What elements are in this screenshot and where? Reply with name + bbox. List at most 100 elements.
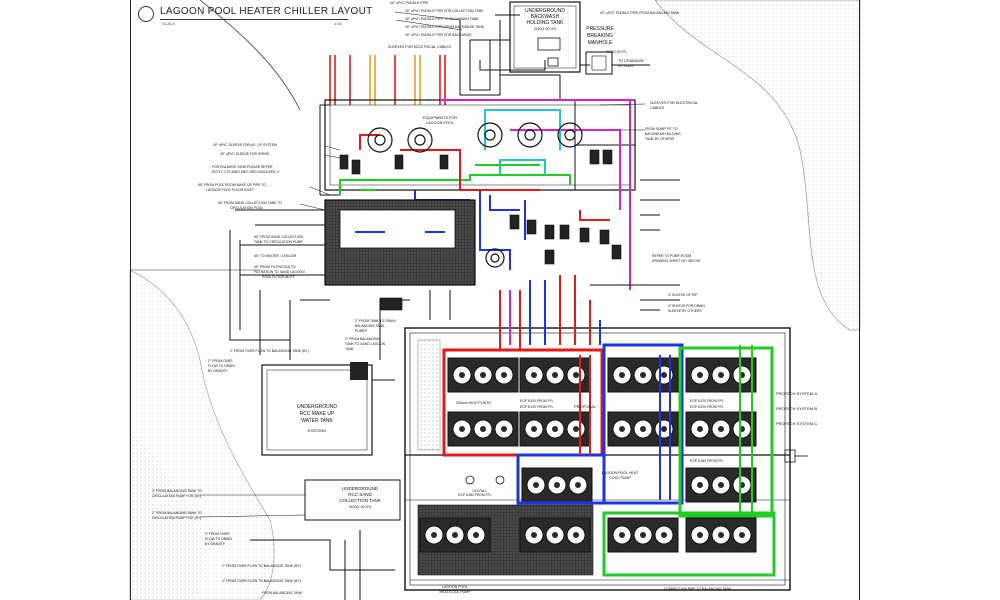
boundary-arc [199,0,301,111]
fan-hub-icon [552,372,558,378]
ffl-a: EGP 8,570 FROM FFL [520,399,554,403]
ffl-c: EGP 8,570 FROM FFL [690,399,724,403]
fan-hub-icon [739,532,745,538]
pressure-manhole-label-2: BREAKING [587,33,613,39]
filtration-1: 40" FROM FILTRATION TO [254,265,296,269]
system-legend: PROTECH SYSTEM-A PROTECH SYSTEM-B PROTEC… [776,391,817,426]
fan-hub-icon [619,426,625,432]
sand-tank-label-2: RCC SAND [348,492,372,497]
enlarge-note-2: RD717-CTS-DWG-MEC-SHD-0001A REV. 2 [212,170,279,174]
chain-drain-2: FLOW TO DRAIN [205,537,232,541]
equipment-label-2: LAGOON POOL [426,121,454,125]
red-pipes-upper [359,134,610,221]
green-pipes [339,164,571,195]
leader-lines [199,11,646,518]
fan-hub-icon [480,426,486,432]
overflow-c: 2" FROM OVER FLOW TO BALANCING TANK (BY) [222,564,301,568]
makeup-existing: EXISTING [308,428,327,433]
ffl-d: EGP 8,570 FROM FFL [690,405,724,409]
system-a-green-outline-lower [602,511,776,577]
circ-b-2: CIRCULATION PUMP FOR (BY) [152,516,201,520]
pipe-g: 40" uPVC SLEEVE FOR AC, UP SYSTEM [213,143,277,147]
cable-a-2: 4" SLEEVE FOR DRAIN [668,304,705,308]
legend-system-b: PROTECH SYSTEM-B [776,406,817,411]
drainage-label-2: SYSTEM [618,64,634,68]
drainage-label-1: TO DRAINAGE [618,59,645,63]
sleeve-elec-label: SLEEVES FOR ELECTRICAL CABLES [388,45,452,49]
heater-chiller: 40" TO HEATER / CHILLER [254,254,297,258]
ffl-e: EGP 8,530 FROM FFL [458,493,492,497]
overflow-a-3: BY GRAVITY [208,369,229,373]
fan-hub-icon [501,426,507,432]
fan-hub-icon [697,532,703,538]
upper-riser-pipes [329,55,446,105]
sand-col-1: 50" FROM SAND COLLECTION [254,235,303,239]
sleeve-elec2-2: CABLES [650,106,665,110]
scale-value: 1:40 [334,21,342,26]
fan-hub-icon [531,426,537,432]
equipment-label-1: EQUIPMENTS FOR [423,116,457,120]
fall-note: 1/15 FALL [472,489,487,493]
pipe-h: 40" uPVC SLEEVE FOR SPARE [220,152,270,156]
fan-hub-icon [697,426,703,432]
fan-hub-icon [661,426,667,432]
pipe-a: 40" uPVC PUDDLE PIPE FOR COLLECTION TANK [405,9,484,13]
pressure-breaking-manhole [585,51,613,75]
proposal-label: PROPOSAL [574,404,597,409]
cable-a-1: 4" SLEEVE OF PIP [668,293,698,297]
fan-hub-icon [640,372,646,378]
pipe-d: 40" uPVC PUDDLE PIPE FOR BACKWASH [405,33,472,37]
fan-hub-icon [575,482,581,488]
pump-room-1: REFER TO PUMP ROOM [652,254,691,258]
black-routing-lines [229,179,680,360]
sand-pipe-2: CIRCULATION POOL [230,206,263,210]
scale-label: SCALE [162,21,176,26]
fan-hub-icon [459,426,465,432]
valve-box [379,297,403,311]
equipment-room [324,99,636,191]
sleeve-elec2-1: SLEEVES FOR ELECTRICAL [650,101,698,105]
makeup-tank-label-3: WATER TANK [301,418,333,424]
sand-tank-label-1: UNDERGROUND [342,486,379,491]
fan-hub-icon [661,372,667,378]
system-c-blue-outline [602,343,684,505]
fan-hub-icon [431,532,437,538]
fan-hub-icon [697,482,703,488]
makeup-water-tank [261,362,395,456]
lagoon-heat-label-1: LAGOON POOL HEAT [602,471,639,475]
backwash-holding-tank [509,1,581,73]
balancing-tank [324,199,476,286]
fan-hub-icon [573,372,579,378]
overflow-d: 2" FROM OVER FLOW TO BALANCING TANK (BY) [222,579,301,583]
drawing-title: LAGOON POOL HEATER CHILLER LAYOUT [160,6,373,17]
system-a-green-outline [678,346,774,518]
fan-hub-icon [619,532,625,538]
fan-hub-icon [554,482,560,488]
sand-collection-tank [250,479,401,600]
sump-3: TANK BY OTHERS [645,137,675,141]
pipe-f: 40" uPVC PUDDLE PIPE [390,1,429,5]
title-block: LAGOON POOL HEATER CHILLER LAYOUT SCALE … [138,4,372,26]
fan-hub-icon [531,372,537,378]
overflow-a-2: FLOW TO DRAIN [208,364,235,368]
backwash-tank-label-3: HOLDING TANK [526,20,564,26]
makeup-pipe-2: LAGOON POOL FLOOR INLET [206,188,254,192]
enlarge-note-1: FOR ENLARGE VIEW PLEASE REFER [212,165,273,169]
sand-col-2: TANK TO CIRCULATION PUMP [254,240,303,244]
landscape-right [654,0,861,331]
pipe-b: 40" uPVC PUDDLE PIPE TO BACKWASH TANK [405,17,479,21]
lagoon-heat-label-2: COOL PUMP [609,476,631,480]
ffl-f: EGP 8,530 FROM FFL [690,459,724,463]
backwash-tank-label-1: UNDERGROUND [525,8,565,14]
drain-fixtures [465,449,808,591]
fan-hub-icon [718,372,724,378]
fan-hub-icon [501,372,507,378]
pipe-e: 40" uPVC PUDDLE PIPE FROM BALANCING TANK [600,11,680,15]
pressure-manhole-label-1: PRESSURE [586,26,614,32]
sump-2: BACKWASH HOLDING [645,132,681,136]
lagoon-pump-label-2: HEAT/COOL PUMP [440,590,472,594]
title-underline [160,19,348,20]
filtration-2: FILTRATION TO SAND LAGOON [254,270,305,274]
legend-system-c: PROTECH SYSTEM-C [776,421,817,426]
